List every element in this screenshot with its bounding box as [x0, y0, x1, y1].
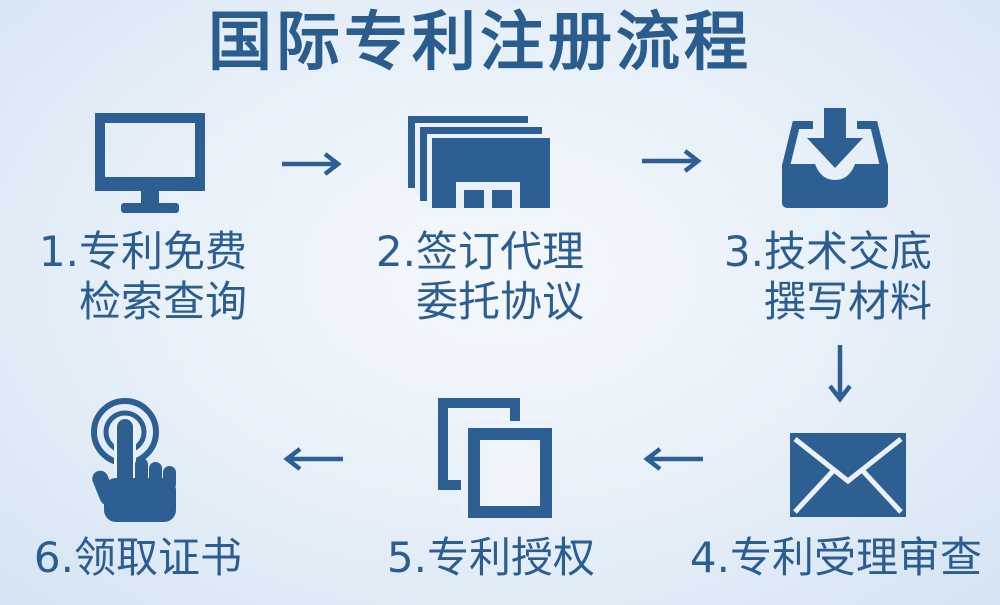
step-2-line-1: 2.签订代理: [375, 227, 584, 276]
monitor-icon: [95, 113, 205, 215]
step-3-label: 3.技术交底 撰写材料: [705, 227, 932, 327]
step-3-line-2: 撰写材料: [763, 277, 932, 326]
arrow-right-icon: [280, 150, 342, 178]
step-4-label: 4.专利受理审查: [680, 533, 982, 583]
documents-icon: [408, 116, 550, 208]
step-1-line-1: 1.专利免费: [38, 227, 247, 276]
arrow-down-icon: [826, 343, 854, 403]
hand-touch-icon: [88, 398, 178, 522]
copy-icon: [438, 398, 552, 518]
arrow-left-icon: [643, 445, 705, 473]
arrow-left-icon: [283, 445, 345, 473]
step-2-label: 2.签订代理 委托协议: [357, 227, 584, 327]
inbox-download-icon: [781, 108, 889, 208]
step-2-line-2: 委托协议: [415, 277, 584, 326]
step-5-line-1: 5.专利授权: [386, 533, 595, 582]
step-6-label: 6.领取证书: [15, 533, 242, 583]
step-6-line-1: 6.领取证书: [33, 533, 242, 582]
arrow-right-icon: [640, 147, 702, 175]
step-1-line-2: 检索查询: [78, 277, 247, 326]
diagram-title: 国际专利注册流程: [208, 6, 752, 80]
step-4-line-1: 4.专利受理审查: [689, 533, 982, 582]
step-3-line-1: 3.技术交底: [723, 227, 932, 276]
step-5-label: 5.专利授权: [368, 533, 595, 583]
envelope-icon: [790, 433, 906, 517]
step-1-label: 1.专利免费 检索查询: [20, 227, 247, 327]
